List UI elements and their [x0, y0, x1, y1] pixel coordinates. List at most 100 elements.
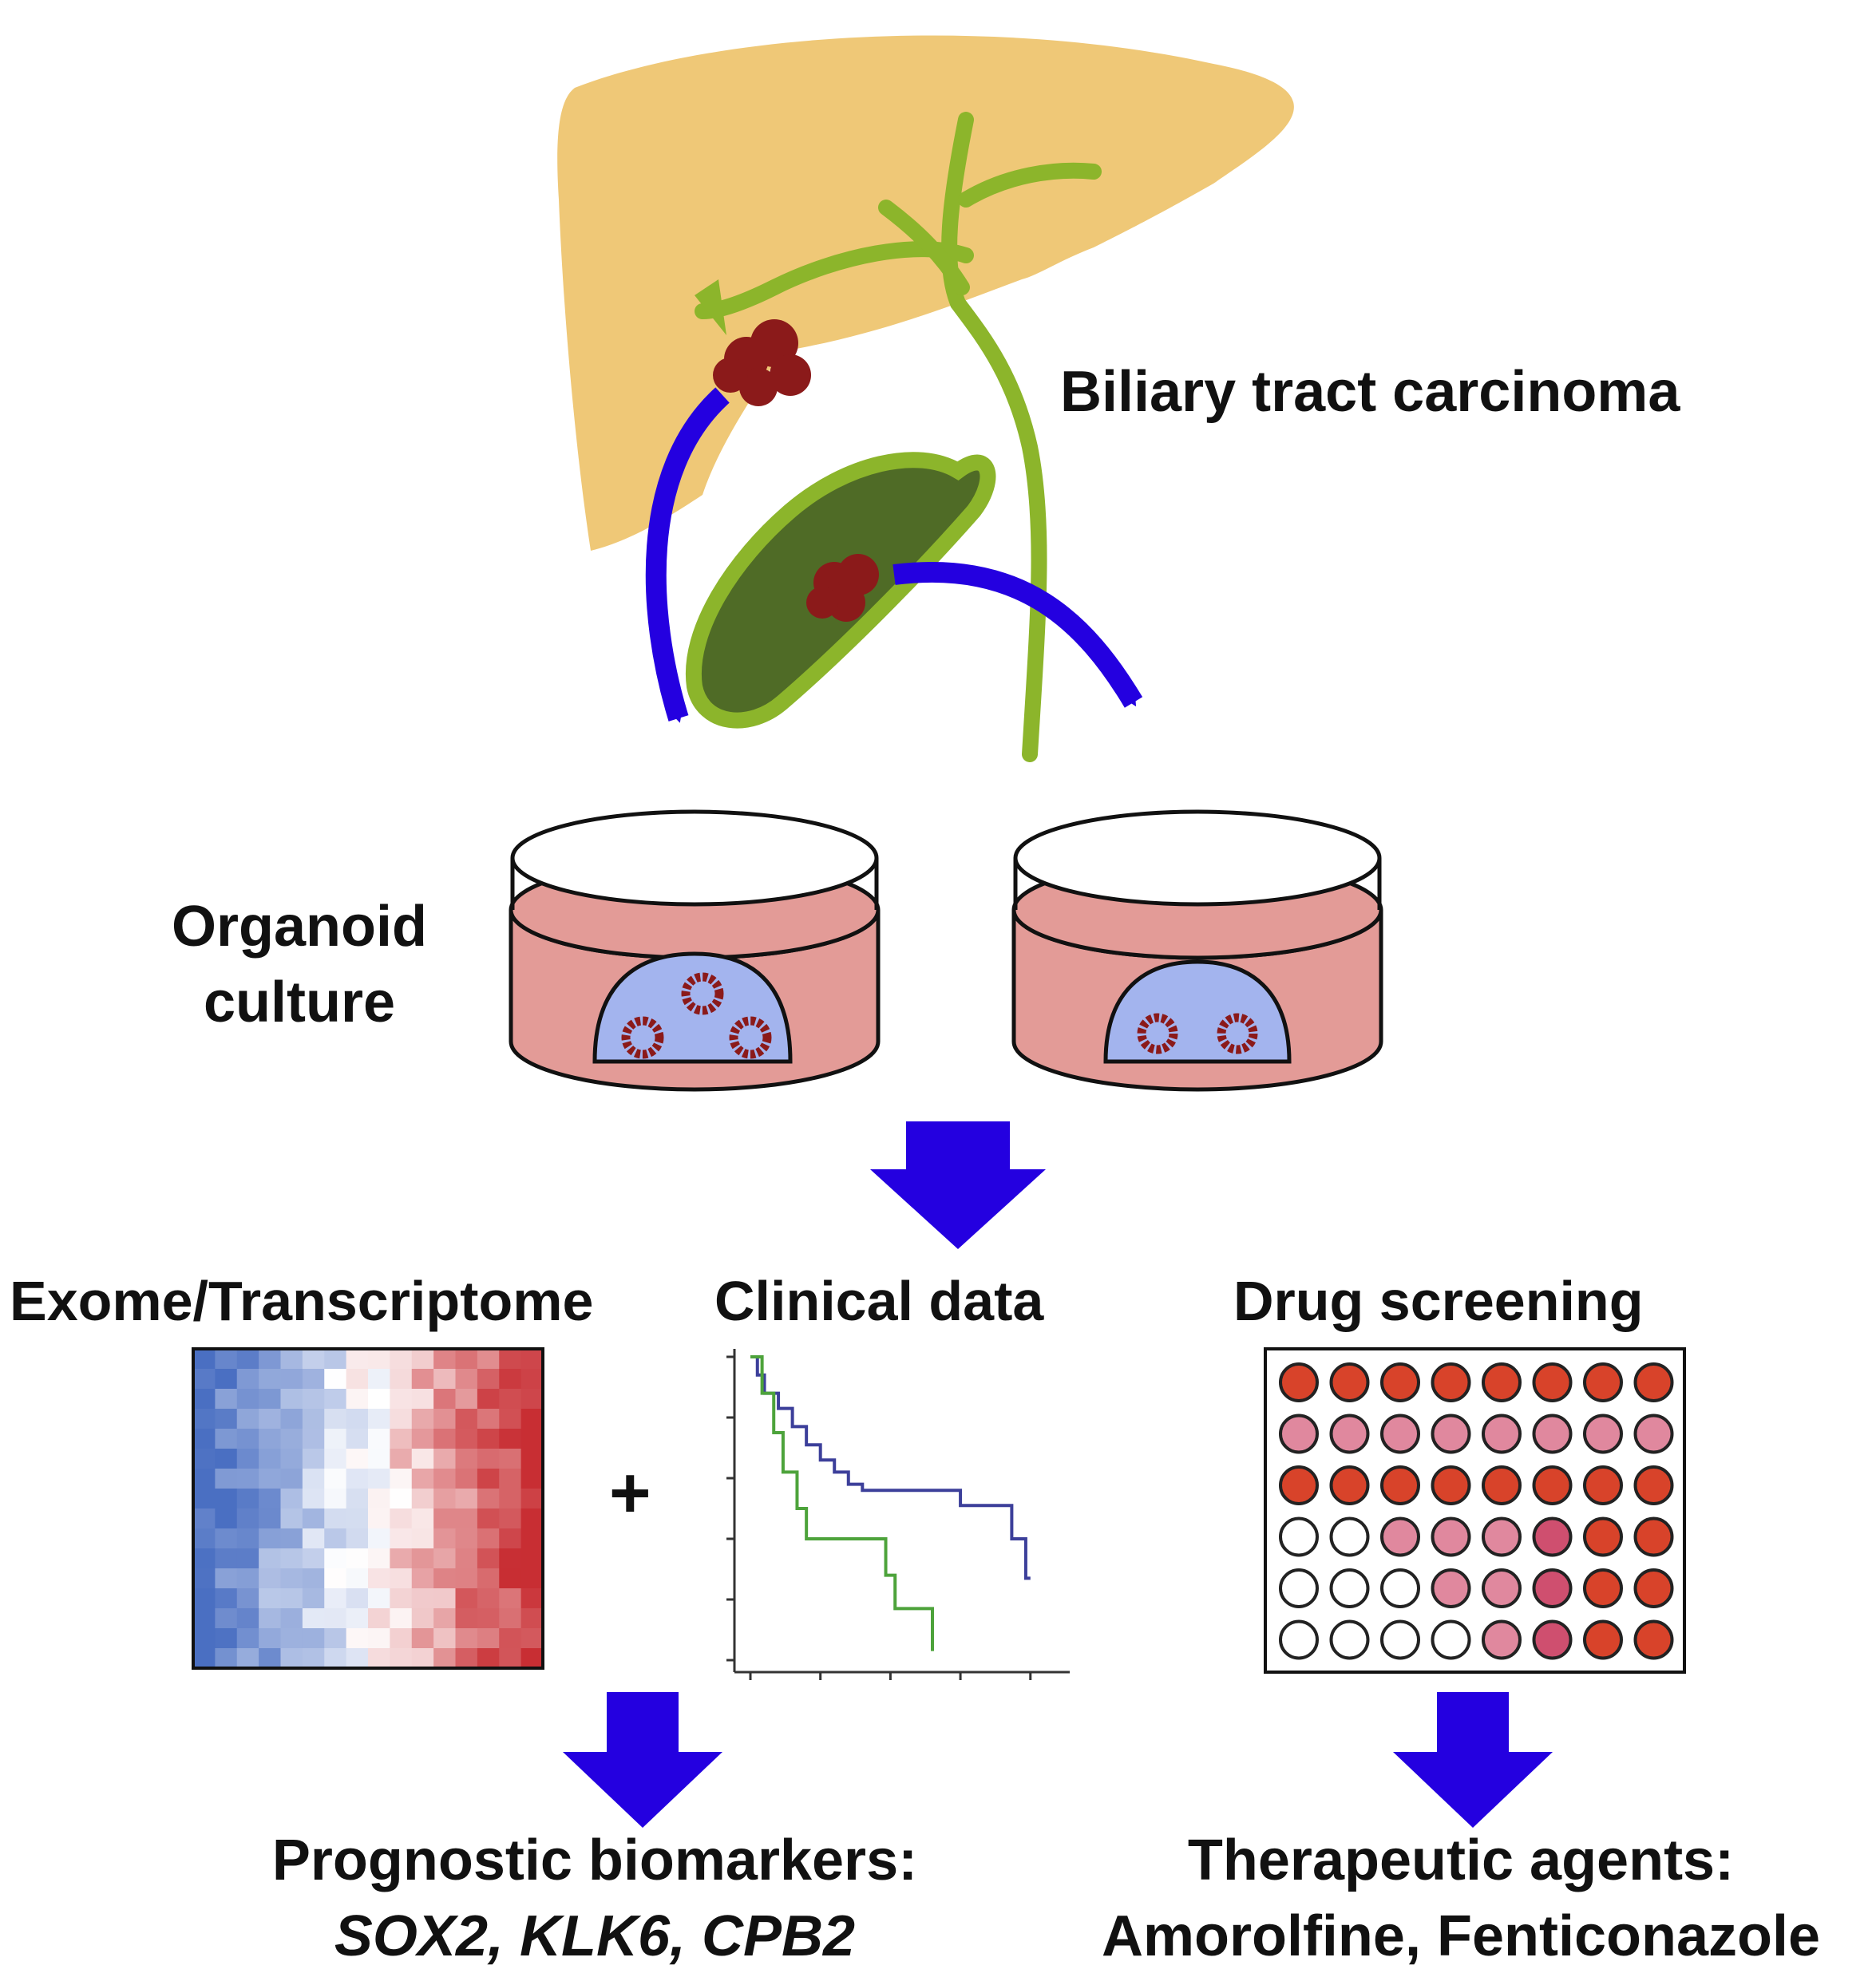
heatmap-cell — [346, 1409, 369, 1429]
heatmap-cell — [433, 1389, 456, 1410]
heatmap-cell — [236, 1489, 259, 1509]
plate-well — [1583, 1516, 1623, 1557]
heatmap-cell — [280, 1389, 303, 1410]
heatmap-cell — [390, 1608, 413, 1629]
plate-well — [1279, 1619, 1319, 1660]
heatmap-cell — [411, 1489, 434, 1509]
heatmap-cell — [259, 1429, 281, 1449]
heatmap-cell — [411, 1548, 434, 1569]
plate-well — [1329, 1516, 1370, 1557]
heatmap-cell — [259, 1469, 281, 1489]
heatmap-cell — [324, 1648, 347, 1669]
heatmap-cell — [455, 1528, 478, 1549]
plate-well — [1329, 1465, 1370, 1505]
plate-well — [1583, 1619, 1623, 1660]
arrow-gallbladder-to-dish — [892, 561, 1143, 708]
heatmap-cell — [368, 1648, 390, 1669]
heatmap-cell — [259, 1449, 281, 1469]
clinical-label: Clinical data — [714, 1270, 1044, 1332]
heatmap-cell — [499, 1548, 522, 1569]
heatmap-cell — [215, 1608, 238, 1629]
tumor-type-label: Biliary tract carcinoma — [1060, 360, 1680, 424]
heatmap-cell — [302, 1429, 325, 1449]
plate-well — [1633, 1619, 1674, 1660]
heatmap-cell — [302, 1548, 325, 1569]
heatmap-cell — [455, 1429, 478, 1449]
heatmap-cell — [280, 1489, 303, 1509]
heatmap-cell — [324, 1469, 347, 1489]
heatmap-cell — [193, 1628, 216, 1649]
heatmap-cell — [411, 1389, 434, 1410]
heatmap-cell — [193, 1548, 216, 1569]
heatmap-cell — [520, 1409, 544, 1429]
heatmap-cell — [215, 1369, 238, 1390]
heatmap-cell — [368, 1369, 390, 1390]
survival-curve-2 — [750, 1355, 934, 1651]
heatmap-cell — [215, 1588, 238, 1609]
heatmap-cell — [433, 1429, 456, 1449]
heatmap-cell — [499, 1508, 522, 1529]
heatmap-cell — [520, 1429, 544, 1449]
heatmap-cell — [346, 1528, 369, 1549]
drug-plate-border — [1264, 1347, 1686, 1674]
heatmap-cell — [193, 1528, 216, 1549]
heatmap-cell — [259, 1389, 281, 1410]
heatmap-cell — [346, 1429, 369, 1449]
heatmap-cell — [215, 1648, 238, 1669]
heatmap-cell — [390, 1409, 413, 1429]
plate-well — [1583, 1568, 1623, 1608]
arrow-down-to-analysis — [870, 1121, 1046, 1249]
drug-label: Drug screening — [1233, 1270, 1644, 1332]
heatmap-cell — [499, 1568, 522, 1589]
heatmap-cell — [324, 1409, 347, 1429]
arrow-down-to-agents — [1393, 1692, 1553, 1828]
heatmap-cell — [236, 1469, 259, 1489]
heatmap-cell — [346, 1449, 369, 1469]
heatmap-cell — [346, 1588, 369, 1609]
heatmap-cell — [477, 1568, 500, 1589]
heatmap-cell — [390, 1449, 413, 1469]
heatmap-cell — [433, 1469, 456, 1489]
heatmap-cell — [520, 1588, 544, 1609]
liver-tumor — [713, 319, 811, 406]
plate-well — [1329, 1619, 1370, 1660]
heatmap-cell — [346, 1628, 369, 1649]
heatmap-cell — [368, 1469, 390, 1489]
plate-well — [1532, 1414, 1573, 1454]
heatmap-cell — [455, 1508, 478, 1529]
plate-well — [1279, 1516, 1319, 1557]
heatmap-cell — [324, 1508, 347, 1529]
heatmap-cell — [346, 1369, 369, 1390]
heatmap-cell — [280, 1469, 303, 1489]
heatmap-cell — [215, 1409, 238, 1429]
heatmap-cell — [499, 1588, 522, 1609]
heatmap-cell — [259, 1349, 281, 1370]
liver-shape — [557, 35, 1294, 551]
heatmap-cell — [499, 1648, 522, 1669]
culture-dish-1 — [509, 809, 881, 1092]
heatmap-cell — [455, 1568, 478, 1589]
heatmap-cell — [411, 1588, 434, 1609]
heatmap-cell — [236, 1628, 259, 1649]
heatmap-cell — [433, 1449, 456, 1469]
heatmap-cell — [302, 1608, 325, 1629]
heatmap-cell — [411, 1409, 434, 1429]
plate-well — [1532, 1568, 1573, 1608]
biomarkers-genes: SOX2, KLK6, CPB2 — [334, 1904, 856, 1968]
heatmap-cell — [433, 1588, 456, 1609]
arrow-liver-to-dish — [645, 387, 730, 723]
heatmap-cell — [368, 1528, 390, 1549]
heatmap-cell — [433, 1369, 456, 1390]
heatmap-cell — [477, 1409, 500, 1429]
heatmap-cell — [236, 1449, 259, 1469]
plate-well — [1431, 1414, 1471, 1454]
heatmap-cell — [477, 1548, 500, 1569]
heatmap-cell — [324, 1489, 347, 1509]
heatmap-cell — [390, 1628, 413, 1649]
heatmap-cell — [477, 1648, 500, 1669]
heatmap-cell — [390, 1528, 413, 1549]
heatmap-cell — [455, 1369, 478, 1390]
heatmap-cell — [302, 1409, 325, 1429]
heatmap-cell — [477, 1469, 500, 1489]
heatmap-cell — [368, 1389, 390, 1410]
